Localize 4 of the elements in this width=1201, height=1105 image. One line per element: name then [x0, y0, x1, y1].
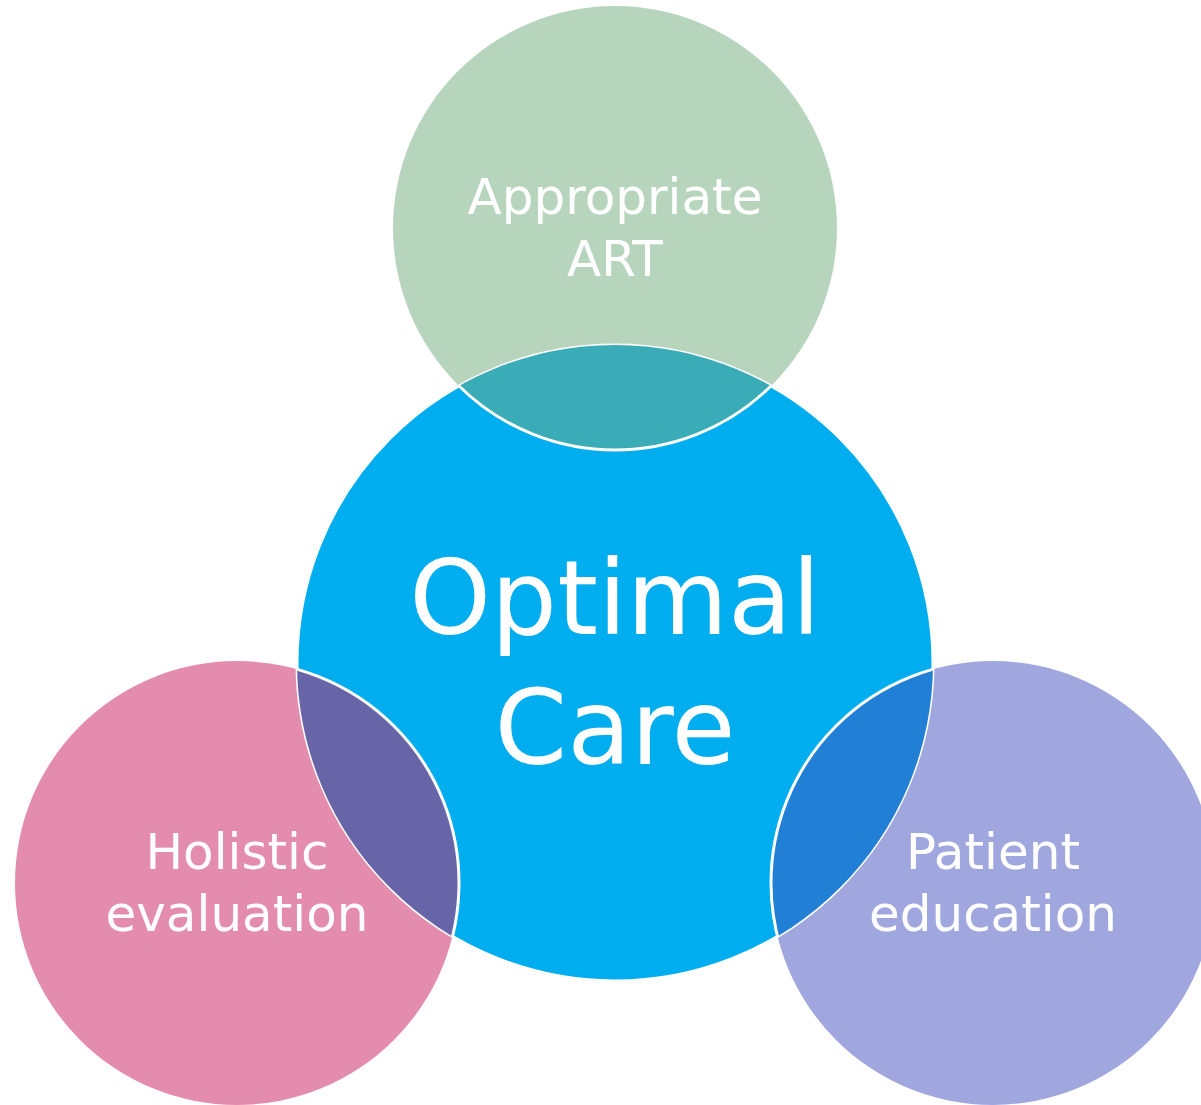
circle-label: Holistic evaluation — [104, 821, 370, 945]
circle-label: Appropriate ART — [466, 166, 764, 290]
circle-label: Patient education — [867, 821, 1119, 945]
circle-label: Optimal Care — [408, 536, 822, 791]
